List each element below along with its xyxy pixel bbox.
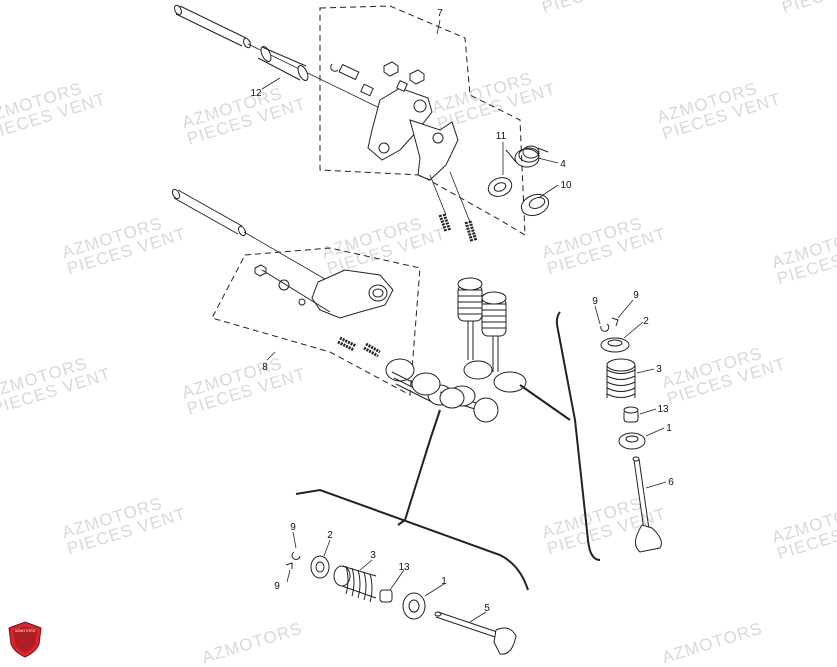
valve-keeper-9a xyxy=(600,323,610,332)
valve-keeper-9d xyxy=(285,562,293,569)
callout-11: 11 xyxy=(496,131,507,142)
callout-9: 9 xyxy=(274,581,280,592)
valve-seal-13 xyxy=(623,406,639,423)
callout-5: 5 xyxy=(484,603,490,614)
assembly-group-8-outline xyxy=(211,247,421,396)
spring-seat-1b xyxy=(402,592,426,620)
leader-line xyxy=(519,384,571,421)
callout-3: 3 xyxy=(370,550,376,561)
valve-keeper-9b xyxy=(611,317,619,327)
spring-retainer-2b xyxy=(310,555,330,579)
valve-upper-left xyxy=(457,277,493,380)
spring-retainer-2 xyxy=(600,337,630,353)
valve-lower-right xyxy=(411,372,499,423)
callout-9: 9 xyxy=(592,296,598,307)
spring-seat-1 xyxy=(618,432,646,450)
valve-spring-cluster xyxy=(385,277,527,423)
callout-6: 6 xyxy=(668,477,674,488)
callout-7: 7 xyxy=(437,8,443,19)
washer-10 xyxy=(520,193,550,217)
callout-labels: 7 12 11 4 10 8 9 9 2 3 13 1 6 9 9 2 3 13… xyxy=(250,8,674,614)
callout-10: 10 xyxy=(560,180,572,191)
valve-seal-13b xyxy=(379,589,393,603)
callout-13: 13 xyxy=(657,404,669,415)
valve-keeper-9c xyxy=(291,551,301,560)
rocker-arm-lower xyxy=(254,264,394,358)
rocker-shaft-upper xyxy=(174,4,401,119)
bottom-valve-set xyxy=(285,551,517,655)
shaft-sleeve-12 xyxy=(257,46,309,81)
torsion-spring-4 xyxy=(505,145,549,168)
logo-text: AZMOTORS xyxy=(15,629,36,633)
callout-2: 2 xyxy=(327,530,333,541)
leader-line xyxy=(397,409,441,526)
washer-11 xyxy=(487,177,513,197)
callout-1: 1 xyxy=(441,576,447,587)
valve-spring-3 xyxy=(606,358,636,398)
right-valve-set xyxy=(600,317,662,553)
valve-upper-right xyxy=(481,291,527,393)
callout-4: 4 xyxy=(560,159,566,170)
valve-spring-3b xyxy=(333,565,377,603)
callout-12: 12 xyxy=(250,88,262,99)
bracket-right xyxy=(555,311,601,561)
callout-8: 8 xyxy=(262,362,268,373)
callout-3: 3 xyxy=(656,364,662,375)
azmotors-shield-logo: AZMOTORS xyxy=(8,621,42,658)
rocker-shaft-lower xyxy=(171,188,331,283)
rocker-arm-upper xyxy=(330,61,478,243)
callout-13: 13 xyxy=(398,562,410,573)
callout-9: 9 xyxy=(633,290,639,301)
callout-9: 9 xyxy=(290,522,296,533)
callout-2: 2 xyxy=(643,316,649,327)
assembly-group-7-outline xyxy=(319,5,526,236)
callout-1: 1 xyxy=(666,423,672,434)
valve-5 xyxy=(434,611,517,655)
valve-6 xyxy=(632,456,662,553)
bracket-bottom xyxy=(295,488,529,591)
callout-leaders xyxy=(261,19,667,623)
